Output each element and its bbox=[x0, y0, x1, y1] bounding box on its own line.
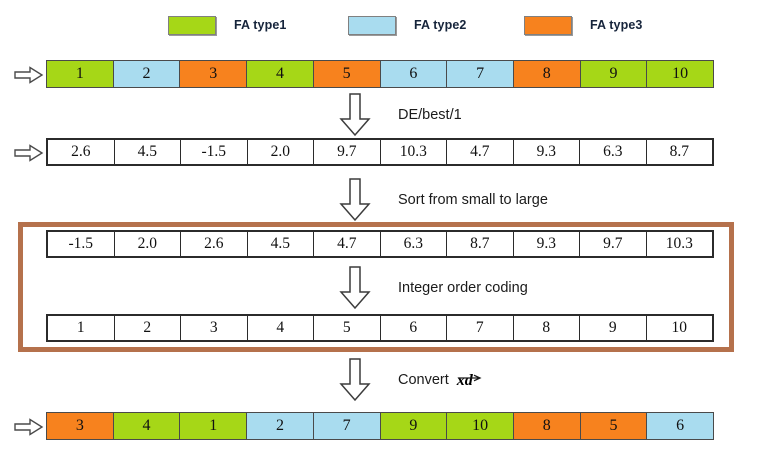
down-arrow-icon-3 bbox=[338, 266, 372, 310]
sorted-vector-cell-10: 10.3 bbox=[645, 231, 713, 257]
integer-code-cell-8: 8 bbox=[512, 315, 580, 341]
sorted-vector-cell-4: 4.5 bbox=[246, 231, 314, 257]
final-sequence-cell-7: 10 bbox=[446, 412, 514, 440]
final-sequence-cell-10: 6 bbox=[646, 412, 715, 440]
step-convert: Convert xd bbox=[338, 358, 482, 402]
de-vector-cell-3: -1.5 bbox=[180, 139, 248, 165]
down-arrow-icon-4 bbox=[338, 358, 372, 402]
integer-code-cell-4: 4 bbox=[246, 315, 314, 341]
initial-sequence-cell-8: 8 bbox=[512, 60, 581, 88]
integer-code-cell-7: 7 bbox=[446, 315, 514, 341]
initial-sequence-cell-7: 7 bbox=[446, 60, 514, 88]
legend-item-fa-type3: FA type3 bbox=[524, 12, 642, 38]
legend-label-fa-type1: FA type1 bbox=[234, 18, 287, 32]
integer-code-cell-6: 6 bbox=[379, 315, 447, 341]
step-sort: Sort from small to large bbox=[338, 178, 548, 222]
legend-label-fa-type3: FA type3 bbox=[590, 18, 643, 32]
initial-sequence-cell-10: 10 bbox=[646, 60, 715, 88]
sorted-vector-cell-2: 2.0 bbox=[113, 231, 181, 257]
de-vector-cell-2: 4.5 bbox=[113, 139, 181, 165]
vector-overarrow-icon bbox=[457, 369, 482, 382]
integer-code-cell-2: 2 bbox=[113, 315, 181, 341]
sorted-vector-cell-6: 6.3 bbox=[379, 231, 447, 257]
de-vector-cell-4: 2.0 bbox=[246, 139, 314, 165]
legend-swatch-orange-icon bbox=[524, 15, 572, 35]
legend-label-fa-type2: FA type2 bbox=[414, 18, 467, 32]
step-label-de-best-1: DE/best/1 bbox=[398, 107, 462, 123]
step-integer-order-coding: Integer order coding bbox=[338, 266, 528, 310]
final-sequence-cell-8: 8 bbox=[512, 412, 581, 440]
de-vector-cell-9: 6.3 bbox=[579, 139, 647, 165]
de-vector-cell-7: 4.7 bbox=[446, 139, 514, 165]
legend-swatch-blue-icon bbox=[348, 15, 396, 35]
final-sequence-cell-9: 5 bbox=[579, 412, 648, 440]
integer-code-cell-10: 10 bbox=[645, 315, 713, 341]
legend: FA type1 FA type2 FA type3 bbox=[0, 12, 757, 38]
integer-code-cell-9: 9 bbox=[579, 315, 647, 341]
sorted-vector-cell-1: -1.5 bbox=[47, 231, 115, 257]
sorted-vector-cell-3: 2.6 bbox=[180, 231, 248, 257]
initial-sequence-cell-3: 3 bbox=[179, 60, 248, 88]
down-arrow-icon-2 bbox=[338, 178, 372, 222]
final-sequence-cell-2: 4 bbox=[112, 412, 181, 440]
step-label-sort: Sort from small to large bbox=[398, 192, 548, 208]
legend-swatch-green-icon bbox=[168, 15, 216, 35]
integer-code-cell-5: 5 bbox=[313, 315, 381, 341]
de-vector-cell-10: 8.7 bbox=[645, 139, 713, 165]
sorted-vector-cell-9: 9.7 bbox=[579, 231, 647, 257]
initial-sequence-cell-9: 9 bbox=[579, 60, 648, 88]
vector-xd-text: xd bbox=[456, 372, 473, 389]
sorted-vector-cell-8: 9.3 bbox=[512, 231, 580, 257]
integer-code-cell-1: 1 bbox=[47, 315, 115, 341]
initial-sequence-cell-5: 5 bbox=[312, 60, 381, 88]
sorted-vector-cell-5: 4.7 bbox=[313, 231, 381, 257]
final-sequence-cell-4: 2 bbox=[246, 412, 314, 440]
legend-item-fa-type2: FA type2 bbox=[348, 12, 466, 38]
initial-sequence-cell-4: 4 bbox=[246, 60, 314, 88]
initial-sequence-cell-2: 2 bbox=[112, 60, 181, 88]
de-vector-cell-8: 9.3 bbox=[512, 139, 580, 165]
highlight-box-integer-coding bbox=[18, 222, 734, 352]
de-vector-cell-6: 10.3 bbox=[379, 139, 447, 165]
step-de-best-1: DE/best/1 bbox=[338, 93, 462, 137]
de-vector-cell-5: 9.7 bbox=[313, 139, 381, 165]
initial-sequence-cell-6: 6 bbox=[379, 60, 448, 88]
input-arrow-icon-row1 bbox=[14, 66, 44, 84]
de-vector-cell-1: 2.6 bbox=[47, 139, 115, 165]
sorted-vector-cell-7: 8.7 bbox=[446, 231, 514, 257]
final-sequence-cell-6: 9 bbox=[379, 412, 448, 440]
final-sequence-cell-5: 7 bbox=[312, 412, 381, 440]
input-arrow-icon-row2 bbox=[14, 144, 44, 162]
vector-xd-label: xd bbox=[456, 369, 482, 390]
initial-sequence-cell-1: 1 bbox=[46, 60, 114, 88]
legend-item-fa-type1: FA type1 bbox=[168, 12, 286, 38]
integer-code-cell-3: 3 bbox=[180, 315, 248, 341]
step-label-convert: Convert bbox=[398, 372, 449, 388]
step-label-integer-order-coding: Integer order coding bbox=[398, 280, 528, 296]
down-arrow-icon-1 bbox=[338, 93, 372, 137]
final-sequence-cell-1: 3 bbox=[46, 412, 114, 440]
final-sequence-cell-3: 1 bbox=[179, 412, 248, 440]
input-arrow-icon-row5 bbox=[14, 418, 44, 436]
